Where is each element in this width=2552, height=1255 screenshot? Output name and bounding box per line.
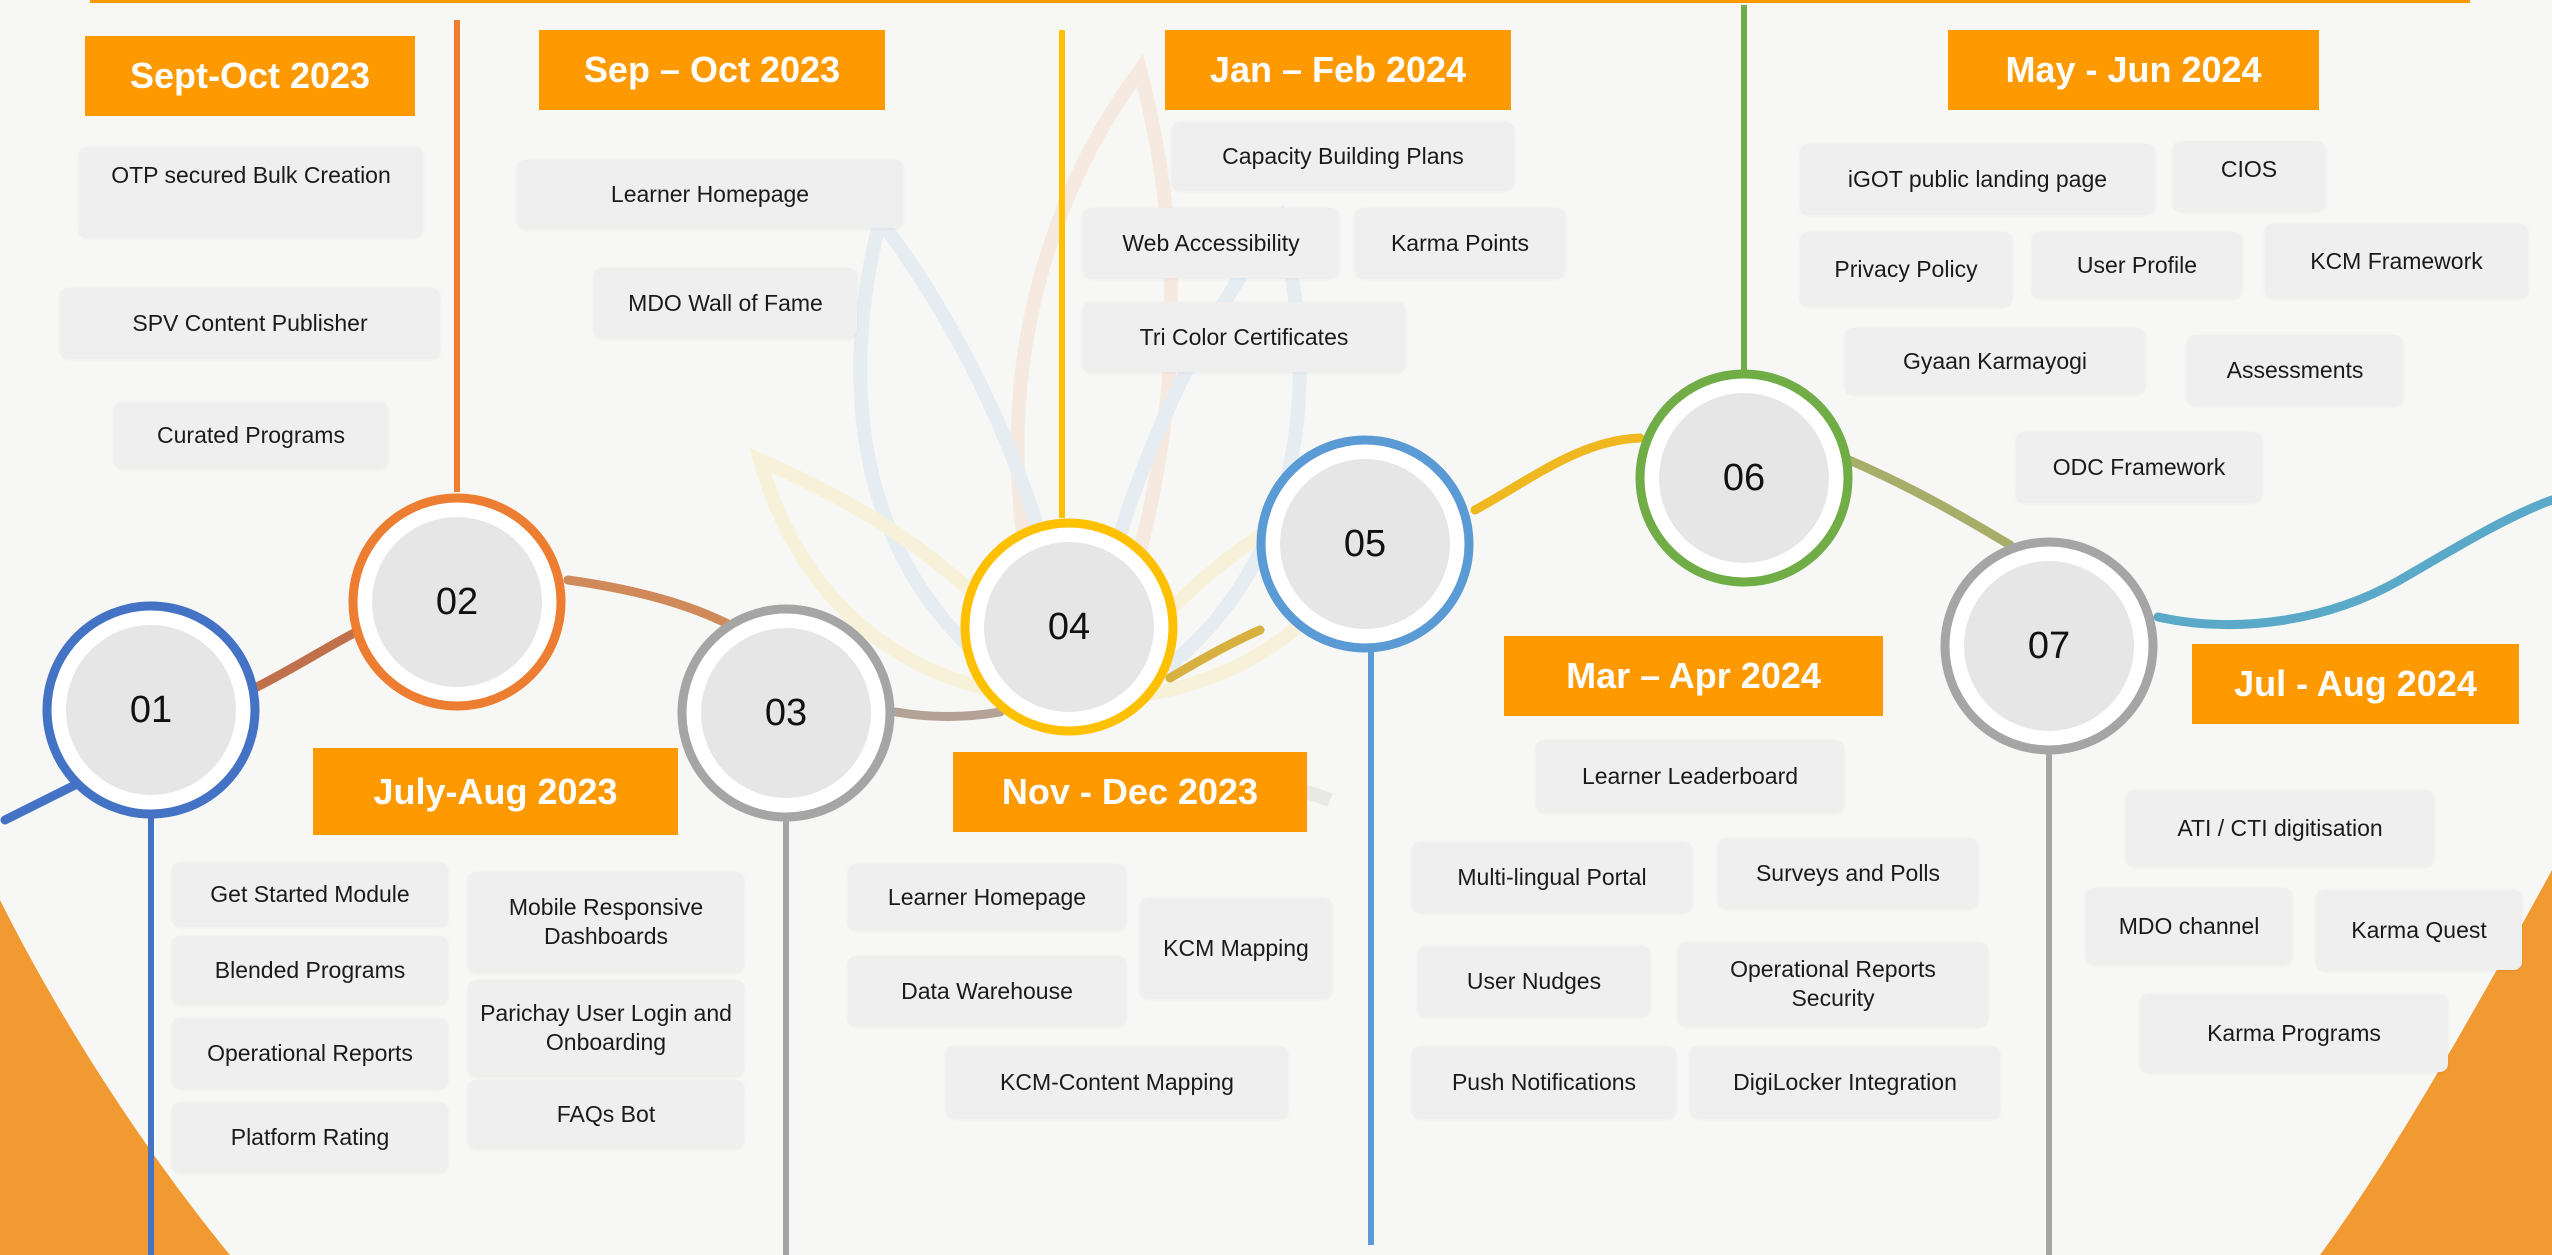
item-cios: CIOS xyxy=(2173,141,2325,211)
period-label-july-aug-2023: July-Aug 2023 xyxy=(313,748,678,835)
item-push-notifications: Push Notifications xyxy=(1412,1046,1676,1118)
item-operational-reports: Operational Reports xyxy=(172,1018,448,1088)
corner-shape-right xyxy=(2320,870,2552,1255)
item-get-started-module: Get Started Module xyxy=(172,862,448,926)
corner-shape-left xyxy=(0,900,230,1255)
period-label-may-jun-2024: May - Jun 2024 xyxy=(1948,30,2319,110)
timeline-nodes xyxy=(42,369,2158,822)
node-fill-07 xyxy=(1964,561,2134,731)
item-data-warehouse: Data Warehouse xyxy=(848,956,1126,1026)
period-label-nov-dec-2023: Nov - Dec 2023 xyxy=(953,752,1307,832)
item-privacy-policy: Privacy Policy xyxy=(1800,232,2012,306)
item-ati-cti-digitisation: ATI / CTI digitisation xyxy=(2126,790,2434,866)
item-mdo-channel: MDO channel xyxy=(2086,888,2292,964)
item-karma-points: Karma Points xyxy=(1355,208,1565,278)
top-rule xyxy=(90,0,2470,3)
item-spv-content-publisher: SPV Content Publisher xyxy=(60,288,440,358)
item-user-nudges: User Nudges xyxy=(1418,946,1650,1016)
item-user-profile: User Profile xyxy=(2032,232,2242,298)
period-label-mar-apr-2024: Mar – Apr 2024 xyxy=(1504,636,1883,716)
item-karma-programs: Karma Programs xyxy=(2140,994,2448,1072)
item-digilocker-integration: DigiLocker Integration xyxy=(1690,1046,2000,1118)
node-fill-05 xyxy=(1280,459,1450,629)
node-fill-04 xyxy=(984,542,1154,712)
item-kcm-mapping: KCM Mapping xyxy=(1140,898,1332,998)
item-assessments: Assessments xyxy=(2187,335,2403,405)
item-mobile-responsive-dashboards: Mobile Responsive Dashboards xyxy=(468,872,744,972)
period-label-jul-aug-2024: Jul - Aug 2024 xyxy=(2192,644,2519,724)
timeline-wave xyxy=(0,433,2552,825)
node-fill-02 xyxy=(372,517,542,687)
timeline-stems xyxy=(148,5,2052,1255)
item-kcm-content-mapping: KCM-Content Mapping xyxy=(946,1046,1288,1118)
period-label-sept-oct-2023: Sept-Oct 2023 xyxy=(85,36,415,116)
item-surveys-and-polls: Surveys and Polls xyxy=(1718,838,1978,908)
item-karma-quest: Karma Quest xyxy=(2316,890,2522,970)
item-curated-programs: Curated Programs xyxy=(114,402,388,468)
item-mdo-wall-of-fame: MDO Wall of Fame xyxy=(594,268,857,338)
item-capacity-building-plans: Capacity Building Plans xyxy=(1172,122,1514,190)
item-learner-homepage-sep-oct: Learner Homepage xyxy=(517,160,903,228)
node-fill-03 xyxy=(701,628,871,798)
node-fill-06 xyxy=(1659,393,1829,563)
period-label-sep-oct-2023: Sep – Oct 2023 xyxy=(539,30,885,110)
node-fill-01 xyxy=(66,625,236,795)
item-odc-framework: ODC Framework xyxy=(2016,432,2262,502)
item-otp-secured-bulk-creation: OTP secured Bulk Creation xyxy=(79,147,423,237)
item-igot-public-landing-page: iGOT public landing page xyxy=(1800,144,2155,214)
item-multi-lingual-portal: Multi-lingual Portal xyxy=(1412,842,1692,912)
item-blended-programs: Blended Programs xyxy=(172,936,448,1004)
item-web-accessibility: Web Accessibility xyxy=(1083,208,1339,278)
item-parichay-user-login: Parichay User Login and Onboarding xyxy=(468,980,744,1076)
item-tri-color-certificates: Tri Color Certificates xyxy=(1083,302,1405,372)
period-label-jan-feb-2024: Jan – Feb 2024 xyxy=(1165,30,1511,110)
item-faqs-bot: FAQs Bot xyxy=(468,1080,744,1148)
item-learner-leaderboard: Learner Leaderboard xyxy=(1536,740,1844,812)
item-operational-reports-security: Operational Reports Security xyxy=(1678,942,1988,1026)
item-gyaan-karmayogi: Gyaan Karmayogi xyxy=(1845,328,2145,394)
item-learner-homepage-nov-dec: Learner Homepage xyxy=(848,864,1126,930)
item-platform-rating: Platform Rating xyxy=(172,1102,448,1172)
item-kcm-framework: KCM Framework xyxy=(2265,224,2528,298)
